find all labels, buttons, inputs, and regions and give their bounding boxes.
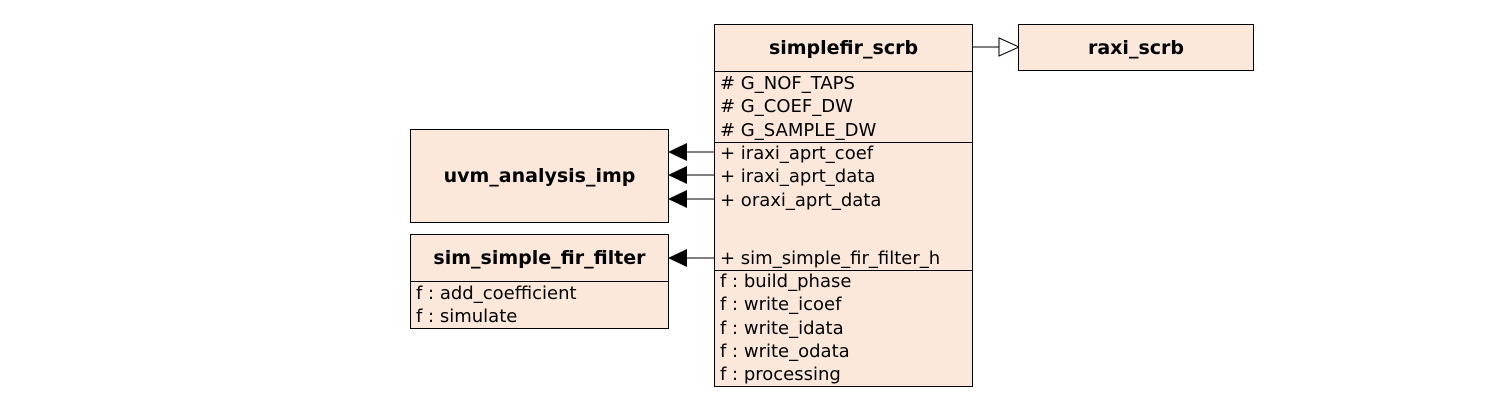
method-item: f : add_coefficient: [416, 283, 577, 304]
attribute-item: # G_COEF_DW: [720, 96, 853, 117]
attribute-item: # G_SAMPLE_DW: [720, 120, 877, 141]
assoc-arrowhead-fir-filter-h: [668, 249, 687, 267]
class-title: simplefir_scrb: [715, 25, 972, 72]
class-simplefir-scrb: simplefir_scrb # G_NOF_TAPS # G_COEF_DW …: [714, 24, 973, 387]
class-uvm-analysis-imp: uvm_analysis_imp: [410, 129, 669, 223]
method-item: f : write_icoef: [720, 294, 842, 315]
assoc-arrowhead-iraxi-coef: [668, 143, 687, 161]
port-item: + iraxi_aprt_data: [720, 166, 876, 187]
inheritance-arrowhead: [998, 37, 1021, 57]
member-item: + sim_simple_fir_filter_h: [720, 248, 941, 269]
class-raxi-scrb: raxi_scrb: [1018, 24, 1254, 71]
class-title: sim_simple_fir_filter: [411, 235, 668, 282]
port-item: + oraxi_aprt_data: [720, 190, 882, 211]
assoc-arrowhead-iraxi-data: [668, 166, 687, 184]
section-divider: [715, 142, 972, 143]
attribute-item: # G_NOF_TAPS: [720, 73, 855, 94]
assoc-arrowhead-oraxi-data: [668, 190, 687, 208]
method-item: f : write_odata: [720, 341, 850, 362]
method-item: f : write_idata: [720, 318, 844, 339]
class-title: raxi_scrb: [1087, 36, 1184, 59]
method-item: f : simulate: [416, 306, 518, 327]
port-item: + iraxi_aprt_coef: [720, 143, 874, 164]
method-item: f : processing: [720, 364, 841, 385]
method-item: f : build_phase: [720, 271, 852, 292]
class-title: uvm_analysis_imp: [443, 165, 636, 187]
class-sim-simple-fir-filter: sim_simple_fir_filter f : add_coefficien…: [410, 234, 669, 329]
section-divider: [715, 270, 972, 271]
